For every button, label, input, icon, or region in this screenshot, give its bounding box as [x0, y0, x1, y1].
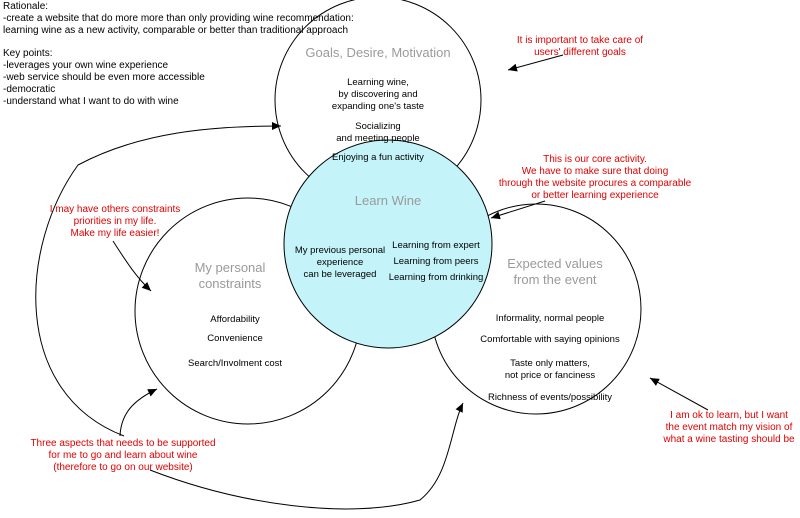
- rationale-line: -create a website that do more more than…: [3, 13, 354, 24]
- bottom-note: Three aspects that needs to be supported: [30, 438, 216, 449]
- goals-item: and meeting people: [336, 133, 420, 144]
- expected-note: what a wine tasting should be: [663, 434, 795, 445]
- goals-item: by discovering and: [338, 89, 418, 100]
- goals-item: expanding one's taste: [331, 101, 425, 112]
- expected-title: Expected values: [507, 256, 603, 271]
- bottom-note: for me to go and learn about wine: [48, 450, 198, 461]
- constraints-title: My personal: [194, 260, 266, 275]
- arrow-constraints-note: [112, 240, 152, 292]
- constraints-note: priorities in my life.: [73, 216, 157, 227]
- arrow-core-note: [490, 200, 546, 220]
- center-left-line: My previous personal: [294, 245, 386, 256]
- constraints-item: Search/Involment cost: [188, 358, 282, 369]
- center-right-line: Learning from peers: [393, 256, 479, 267]
- core-note: This is our core activity.: [543, 154, 647, 165]
- goals-item: Socializing: [355, 121, 401, 132]
- arrow-to-constraints: [119, 388, 158, 437]
- expected-item: Informality, normal people: [495, 313, 605, 324]
- expected-item: not price or fanciness: [504, 370, 596, 381]
- goals-note: users' different goals: [534, 47, 626, 58]
- rationale-line: learning wine as a new activity, compara…: [3, 25, 349, 36]
- rationale-block: Rationale: -create a website that do mor…: [3, 1, 354, 108]
- constraints-item: Affordability: [210, 314, 260, 325]
- expected-item: Richness of events/possibility: [487, 392, 613, 403]
- expected-note: the event match my vision of: [665, 422, 793, 433]
- keypoints-heading: Key points:: [3, 48, 53, 59]
- center-left-line: can be leveraged: [303, 269, 377, 280]
- arrow-to-goals: [35, 122, 282, 437]
- goals-note: It is important to take care of: [516, 35, 644, 46]
- core-note: through the website procures a comparabl…: [498, 178, 692, 189]
- arrow-expected-note: [649, 377, 709, 411]
- expected-item: Taste only matters,: [510, 358, 590, 369]
- learn-wine-title: Learn Wine: [354, 193, 422, 208]
- center-right-line: Learning from drinking: [388, 272, 484, 283]
- core-note: or better learning experience: [531, 190, 659, 201]
- center-right-line: Learning from expert: [392, 240, 480, 251]
- expected-item: Comfortable with saying opinions: [480, 334, 620, 345]
- keypoint-item: -leverages your own wine experience: [3, 60, 169, 71]
- arrow-goals-note: [507, 54, 564, 72]
- constraints-note: Make my life easier!: [70, 228, 160, 239]
- keypoint-item: -web service should be even more accessi…: [3, 72, 205, 83]
- center-left-line: experience: [316, 257, 364, 268]
- goals-item: Enjoying a fun activity: [332, 152, 424, 163]
- bottom-note: (therefore to go on our website): [53, 462, 193, 473]
- constraints-title: constraints: [198, 276, 262, 291]
- constraints-note: I may have others constraints: [49, 204, 181, 215]
- expected-title: from the event: [513, 272, 597, 287]
- keypoint-item: -understand what I want to do with wine: [3, 96, 179, 107]
- goals-title: Goals, Desire, Motivation: [305, 45, 451, 60]
- keypoint-item: -democratic: [3, 84, 56, 95]
- arrow-to-expected: [149, 402, 464, 510]
- expected-note: I am ok to learn, but I want: [670, 410, 788, 421]
- goals-item: Learning wine,: [347, 77, 409, 88]
- rationale-heading: Rationale:: [3, 1, 49, 12]
- constraints-item: Convenience: [207, 333, 263, 344]
- core-note: We have to make sure that doing: [521, 166, 669, 177]
- learn-wine-circle: [283, 139, 493, 349]
